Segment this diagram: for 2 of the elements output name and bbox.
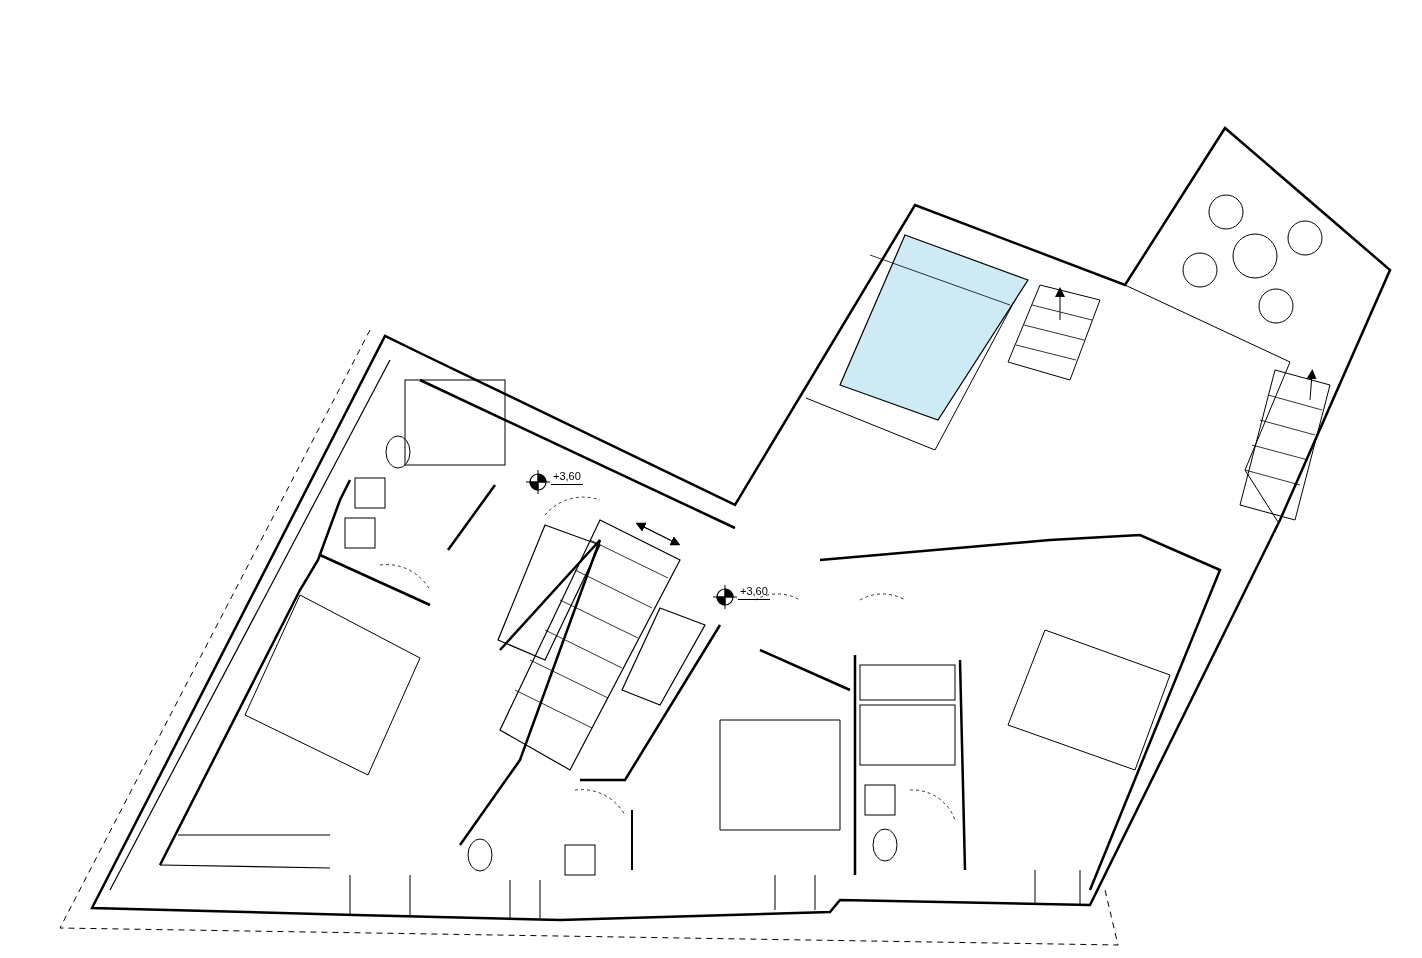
level-label: +3,60 bbox=[738, 585, 770, 600]
level-label: +3,60 bbox=[551, 470, 583, 485]
